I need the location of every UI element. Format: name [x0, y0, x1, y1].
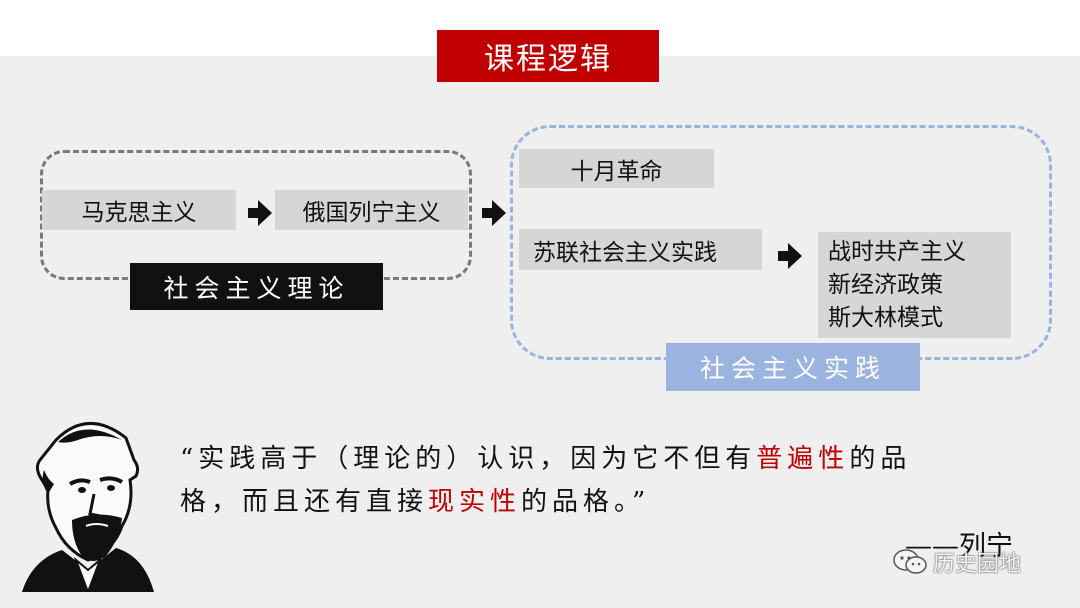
theory-label: 社会主义理论 — [130, 263, 383, 310]
quote-line-1: “实践高于（理论的）认识，因为它不但有普遍性的品 — [180, 438, 1050, 481]
arrow-right-icon — [778, 243, 802, 269]
quote-text: 的品 — [849, 444, 912, 474]
practice-label: 社会主义实践 — [666, 343, 920, 391]
theory-item-leninism: 俄国列宁主义 — [275, 190, 468, 230]
wechat-icon — [893, 549, 927, 574]
quote-author: ——列宁 — [905, 531, 1013, 562]
watermark: 历史园地 — [893, 547, 1021, 577]
arrow-right-icon — [482, 200, 506, 226]
lenin-portrait — [22, 422, 154, 592]
theory-item-marxism: 马克思主义 — [42, 190, 236, 230]
watermark-text: 历史园地 — [933, 552, 1022, 577]
quote-highlight: 现实性 — [428, 487, 522, 517]
quote-text: 的品格。” — [521, 487, 651, 517]
practice-form-item: 新经济政策 — [828, 271, 943, 298]
quote-line-2: 格，而且还有直接现实性的品格。” — [180, 481, 1050, 524]
page-title: 课程逻辑 — [437, 30, 659, 82]
practice-item-october-revolution: 十月革命 — [519, 149, 714, 188]
practice-form-item: 斯大林模式 — [828, 304, 943, 331]
arrow-right-icon — [248, 200, 272, 226]
quote-text: 格，而且还有直接 — [180, 487, 429, 517]
practice-form-item: 战时共产主义 — [828, 238, 966, 265]
lenin-quote: “实践高于（理论的）认识，因为它不但有普遍性的品 格，而且还有直接现实性的品格。… — [180, 438, 1050, 524]
practice-forms-list: 战时共产主义 新经济政策 斯大林模式 — [818, 232, 1011, 338]
quote-text: “实践高于（理论的）认识，因为它不但有 — [180, 444, 757, 474]
practice-item-soviet-practice: 苏联社会主义实践 — [519, 229, 762, 270]
quote-highlight: 普遍性 — [756, 444, 850, 474]
